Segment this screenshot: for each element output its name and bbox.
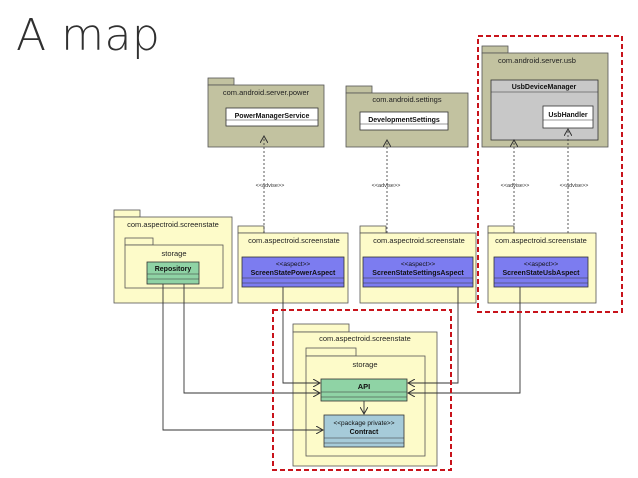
package-state-left-name: com.aspectroid.screenstate [127, 220, 219, 229]
advise-label-usb-handler: <<advise>> [560, 183, 589, 189]
usb-handler-label: UsbHandler [548, 112, 588, 119]
package-settings-name: com.android.settings [372, 95, 441, 104]
advise-label-settings: <<advise>> [372, 183, 401, 189]
package-usb-name: com.android.server.usb [498, 56, 576, 65]
package-state-left: com.aspectroid.screenstate storage Repos… [113, 209, 233, 304]
storage-left-name: storage [161, 249, 186, 258]
screen-state-power-aspect-class [241, 256, 345, 288]
development-settings-class [359, 111, 449, 131]
power-manager-service-label: PowerManagerService [235, 113, 310, 120]
settings-aspect-label: ScreenStateSettingsAspect [372, 270, 464, 277]
contract-stereotype: <<package private>> [333, 420, 394, 427]
package-state-usb-name: com.aspectroid.screenstate [495, 236, 587, 245]
power-aspect-stereotype: <<aspect>> [276, 261, 311, 268]
repository-label: Repository [155, 266, 192, 273]
storage-bottom-name: storage [352, 360, 377, 369]
advise-dependencies: <<advise>> <<advise>> <<advise>> <<advis… [256, 129, 589, 233]
package-power-name: com.android.server.power [223, 88, 310, 97]
package-state-power-name: com.aspectroid.screenstate [248, 236, 340, 245]
usb-device-manager-label: UsbDeviceManager [512, 84, 577, 91]
package-state-settings-name: com.aspectroid.screenstate [373, 236, 465, 245]
storage-highlight-box [272, 309, 452, 471]
usb-aspect-label: ScreenStateUsbAspect [502, 270, 580, 277]
usb-aspect-stereotype: <<aspect>> [524, 261, 559, 268]
power-manager-service-class [225, 107, 319, 127]
slide-title: A map [16, 10, 161, 61]
screen-state-usb-aspect-class [493, 256, 589, 288]
usb-highlight-box [477, 35, 623, 313]
package-state-settings: com.aspectroid.screenstate <<aspect>> Sc… [359, 225, 477, 304]
package-settings: com.android.settings DevelopmentSettings [345, 85, 469, 148]
api-dependencies [162, 284, 521, 430]
settings-aspect-stereotype: <<aspect>> [401, 261, 436, 268]
package-state-usb: com.aspectroid.screenstate <<aspect>> Sc… [487, 225, 597, 304]
advise-label-usb: <<advise>> [501, 183, 530, 189]
screen-state-settings-aspect-class [362, 256, 474, 288]
development-settings-label: DevelopmentSettings [368, 117, 440, 124]
power-aspect-label: ScreenStatePowerAspect [251, 270, 336, 277]
advise-label-power: <<advise>> [256, 183, 285, 189]
repository-class [146, 261, 200, 285]
contract-label: Contract [350, 429, 379, 436]
package-state-bottom-name: com.aspectroid.screenstate [319, 334, 411, 343]
package-state-power: com.aspectroid.screenstate <<aspect>> Sc… [237, 225, 349, 304]
package-usb: com.android.server.usb UsbDeviceManager … [481, 45, 609, 148]
package-power: com.android.server.power PowerManagerSer… [207, 77, 325, 148]
contract-class [323, 414, 405, 448]
api-label: API [358, 382, 371, 391]
package-state-bottom: com.aspectroid.screenstate storage API <… [292, 323, 438, 467]
